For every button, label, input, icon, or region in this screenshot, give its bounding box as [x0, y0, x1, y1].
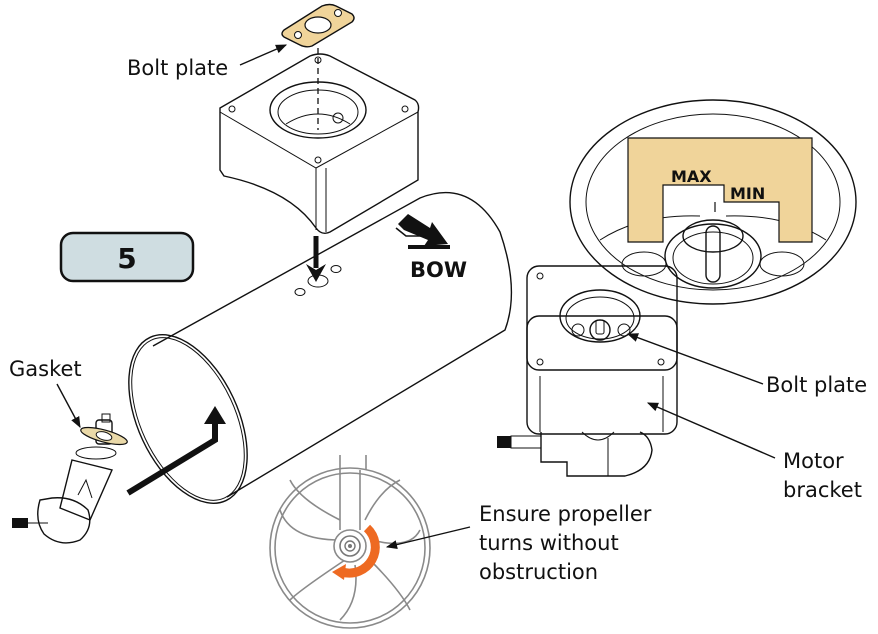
- gasket-leader: [56, 383, 81, 428]
- min-label: MIN: [730, 184, 765, 203]
- gasket-label: Gasket: [9, 357, 82, 381]
- max-label: MAX: [671, 167, 712, 186]
- step-number: 5: [117, 242, 136, 275]
- propeller: [269, 455, 431, 629]
- bolt-plate-label: Bolt plate: [127, 56, 228, 80]
- bolt-hole: [294, 288, 306, 296]
- bolt-plate-right-leader: [626, 333, 764, 385]
- motor-bracket-label-line2: bracket: [783, 478, 862, 502]
- motor-bracket-leader: [646, 402, 776, 459]
- propeller-leader: [385, 526, 471, 549]
- bolt-plate-leader: [239, 44, 288, 66]
- depth-gauge: MAX MIN: [627, 137, 813, 243]
- motor-bracket-exploded: [219, 48, 420, 235]
- motor: [497, 431, 653, 477]
- gear-leg: [12, 413, 117, 544]
- motor-bracket-installed: [526, 265, 678, 435]
- bolt-hole: [330, 265, 342, 273]
- bolt-plate-right-label: Bolt plate: [766, 373, 867, 397]
- detail-magnifier: [569, 99, 857, 305]
- gasket: [80, 426, 128, 446]
- bow-arrow-icon: [398, 214, 448, 246]
- propeller-note-line2: turns without: [479, 531, 619, 555]
- step-badge: 5: [59, 231, 195, 283]
- propeller-note-line3: obstruction: [479, 560, 598, 584]
- tunnel-tube: [128, 191, 513, 504]
- motor-bracket-label-line1: Motor: [783, 449, 844, 473]
- bow-direction: BOW: [395, 214, 467, 282]
- rotation-arrow-icon: [332, 524, 380, 580]
- insert-arrow-icon: [126, 418, 218, 496]
- bow-label: BOW: [410, 258, 467, 282]
- propeller-note-line1: Ensure propeller: [479, 502, 652, 526]
- bolt-plate: [281, 3, 355, 48]
